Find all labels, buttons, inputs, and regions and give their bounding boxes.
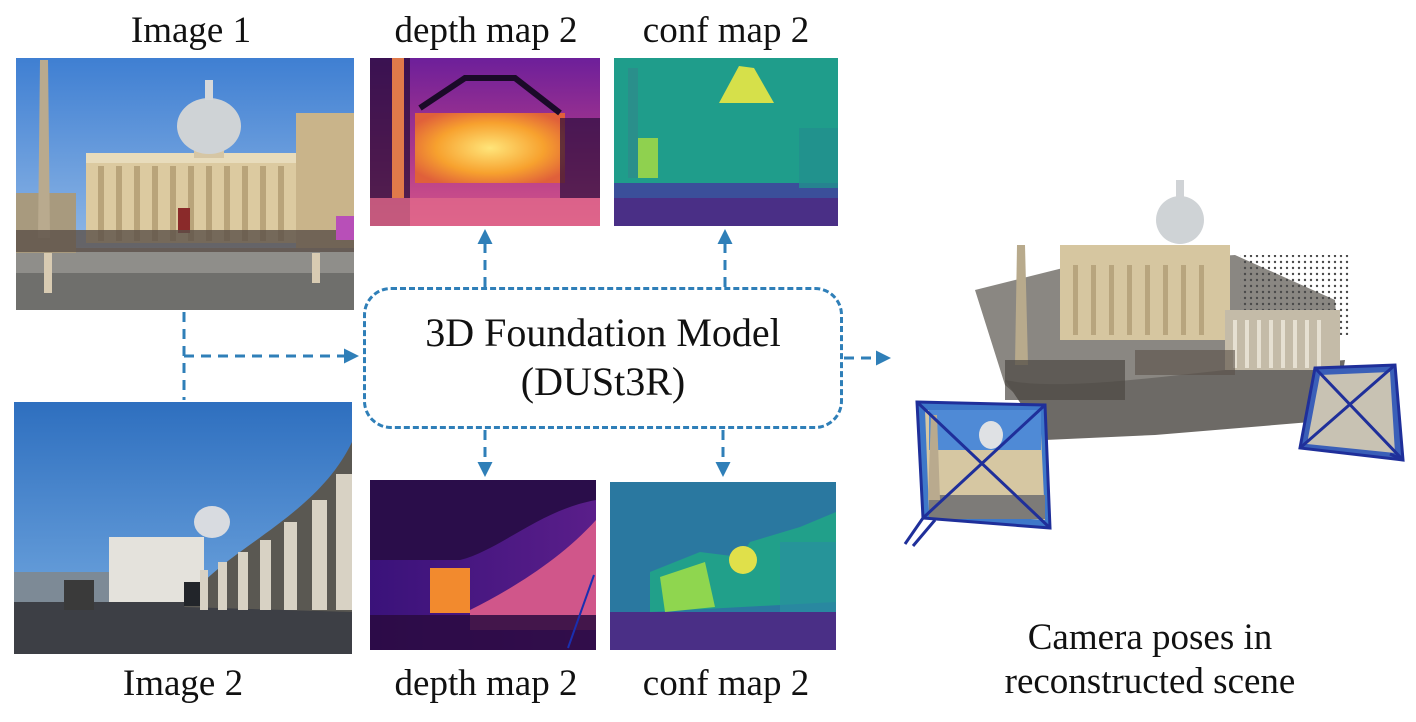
image1-photo: [16, 58, 354, 310]
scene-caption-line1: Camera poses in: [1027, 617, 1273, 658]
conf-map-bottom: [610, 482, 836, 650]
scene-caption: Camera poses in reconstructed scene: [940, 616, 1360, 703]
image2-photo: [14, 402, 352, 654]
conf-map-top-label: conf map 2: [642, 10, 810, 51]
foundation-model-box: 3D Foundation Model (DUSt3R): [363, 287, 843, 429]
depth-map-top-label: depth map 2: [394, 10, 578, 51]
scene-caption-line2: reconstructed scene: [1004, 660, 1296, 702]
conf-map-bottom-label: conf map 2: [642, 663, 810, 704]
depth-map-bottom-label: depth map 2: [394, 663, 578, 704]
image1-label: Image 1: [130, 10, 252, 51]
image2-label: Image 2: [122, 663, 244, 704]
conf-map-top: [614, 58, 838, 226]
reconstructed-scene: [895, 170, 1410, 550]
depth-map-top: [370, 58, 600, 226]
depth-map-bottom: [370, 480, 596, 650]
model-subname: (DUSt3R): [520, 359, 686, 404]
model-name: 3D Foundation Model: [425, 310, 781, 356]
